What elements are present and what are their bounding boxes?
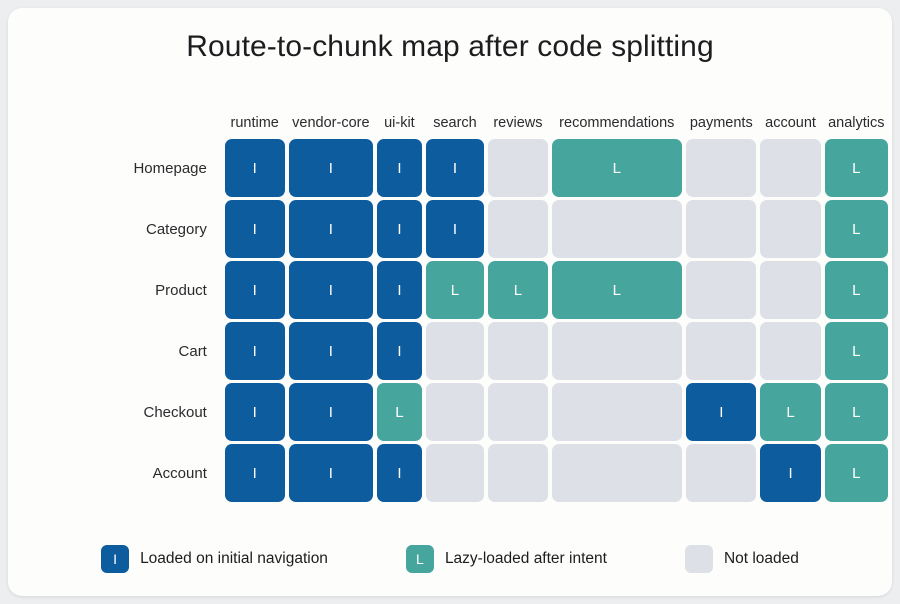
heatmap-cell-product-vendor-core[interactable]: I <box>288 261 374 319</box>
route-chunk-matrix: runtime vendor-core ui-kit search review… <box>115 106 892 505</box>
row-header-cart: Cart <box>178 342 207 360</box>
row-header-checkout: Checkout <box>143 403 207 421</box>
column-header-vendor-core: vendor-core <box>292 115 370 131</box>
heatmap-cell-category-vendor-core[interactable]: I <box>288 200 374 258</box>
heatmap-cell-checkout-search[interactable] <box>425 383 485 441</box>
heatmap-cell-cart-account[interactable] <box>760 322 821 380</box>
heatmap-cell-homepage-payments[interactable] <box>686 139 757 197</box>
heatmap-cell-checkout-account[interactable]: L <box>760 383 821 441</box>
legend-swatch-initial: I <box>101 545 130 573</box>
heatmap-cell-homepage-account[interactable] <box>760 139 821 197</box>
heatmap-cell-product-account[interactable] <box>760 261 821 319</box>
legend-label-initial: Loaded on initial navigation <box>140 550 328 567</box>
column-header-account: account <box>765 115 816 131</box>
legend-item-none: Not loaded <box>684 545 799 573</box>
heatmap-cell-product-analytics[interactable]: L <box>824 261 888 319</box>
heatmap-cell-cart-runtime[interactable]: I <box>224 322 285 380</box>
column-header-reviews: reviews <box>493 115 543 131</box>
heatmap-cell-account-search[interactable] <box>425 444 485 502</box>
row-header-category: Category <box>145 220 207 238</box>
column-header-search: search <box>433 115 477 131</box>
heatmap-cell-account-ui-kit[interactable]: I <box>377 444 422 502</box>
legend-swatch-none <box>684 545 713 573</box>
column-header-analytics: analytics <box>828 115 885 131</box>
heatmap-cell-checkout-recommendations[interactable] <box>551 383 683 441</box>
heatmap-cell-account-account[interactable]: I <box>760 444 821 502</box>
heatmap-cell-account-payments[interactable] <box>686 444 757 502</box>
heatmap-cell-category-analytics[interactable]: L <box>824 200 888 258</box>
heatmap-cell-category-ui-kit[interactable]: I <box>377 200 422 258</box>
heatmap-cell-cart-recommendations[interactable] <box>551 322 683 380</box>
heatmap-cell-checkout-analytics[interactable]: L <box>824 383 888 441</box>
row-header-product: Product <box>155 281 207 299</box>
heatmap-cell-homepage-search[interactable]: I <box>425 139 485 197</box>
row-header-homepage: Homepage <box>133 159 207 177</box>
heatmap-cell-product-runtime[interactable]: I <box>224 261 285 319</box>
heatmap-cell-account-reviews[interactable] <box>488 444 548 502</box>
heatmap-cell-checkout-reviews[interactable] <box>488 383 548 441</box>
heatmap-table: runtime vendor-core ui-kit search review… <box>115 106 892 505</box>
heatmap-cell-account-runtime[interactable]: I <box>224 444 285 502</box>
page-title: Route-to-chunk map after code splitting <box>186 30 714 63</box>
heatmap-cell-cart-search[interactable] <box>425 322 485 380</box>
heatmap-cell-account-analytics[interactable]: L <box>824 444 888 502</box>
heatmap-cell-category-reviews[interactable] <box>488 200 548 258</box>
corner-cell <box>119 109 221 136</box>
column-header-row: runtime vendor-core ui-kit search review… <box>119 109 888 136</box>
heatmap-cell-account-vendor-core[interactable]: I <box>288 444 374 502</box>
heatmap-cell-product-payments[interactable] <box>686 261 757 319</box>
heatmap-cell-product-recommendations[interactable]: L <box>551 261 683 319</box>
heatmap-cell-category-account[interactable] <box>760 200 821 258</box>
heatmap-cell-homepage-recommendations[interactable]: L <box>551 139 683 197</box>
row-header-account: Account <box>152 464 207 482</box>
heatmap-cell-checkout-vendor-core[interactable]: I <box>288 383 374 441</box>
heatmap-cell-category-runtime[interactable]: I <box>224 200 285 258</box>
heatmap-cell-category-payments[interactable] <box>686 200 757 258</box>
heatmap-cell-cart-ui-kit[interactable]: I <box>377 322 422 380</box>
heatmap-cell-product-ui-kit[interactable]: I <box>377 261 422 319</box>
heatmap-cell-homepage-ui-kit[interactable]: I <box>377 139 422 197</box>
heatmap-cell-cart-vendor-core[interactable]: I <box>288 322 374 380</box>
column-header-recommendations: recommendations <box>559 115 675 131</box>
legend-item-initial: I Loaded on initial navigation <box>101 545 328 573</box>
table-header: runtime vendor-core ui-kit search review… <box>119 109 888 136</box>
heatmap-cell-homepage-vendor-core[interactable]: I <box>288 139 374 197</box>
heatmap-cell-homepage-runtime[interactable]: I <box>224 139 285 197</box>
chart-card: Route-to-chunk map after code splitting … <box>8 8 892 596</box>
heatmap-cell-category-recommendations[interactable] <box>551 200 683 258</box>
legend-item-lazy: L Lazy-loaded after intent <box>405 545 607 573</box>
heatmap-cell-checkout-ui-kit[interactable]: L <box>377 383 422 441</box>
heatmap-cell-account-recommendations[interactable] <box>551 444 683 502</box>
heatmap-cell-homepage-analytics[interactable]: L <box>824 139 888 197</box>
heatmap-cell-cart-reviews[interactable] <box>488 322 548 380</box>
column-header-runtime: runtime <box>230 115 279 131</box>
legend: I Loaded on initial navigation L Lazy-loade… <box>8 545 892 573</box>
column-header-ui-kit: ui-kit <box>384 115 415 131</box>
legend-label-lazy: Lazy-loaded after intent <box>444 550 607 567</box>
legend-swatch-lazy: L <box>405 545 434 573</box>
heatmap-cell-product-search[interactable]: L <box>425 261 485 319</box>
heatmap-cell-cart-payments[interactable] <box>686 322 757 380</box>
heatmap-cell-category-search[interactable]: I <box>425 200 485 258</box>
heatmap-cell-checkout-payments[interactable]: I <box>686 383 757 441</box>
legend-label-none: Not loaded <box>723 550 799 567</box>
heatmap-cell-homepage-reviews[interactable] <box>488 139 548 197</box>
heatmap-cell-cart-analytics[interactable]: L <box>824 322 888 380</box>
heatmap-cell-product-reviews[interactable]: L <box>488 261 548 319</box>
column-header-payments: payments <box>689 115 753 131</box>
heatmap-cell-checkout-runtime[interactable]: I <box>224 383 285 441</box>
